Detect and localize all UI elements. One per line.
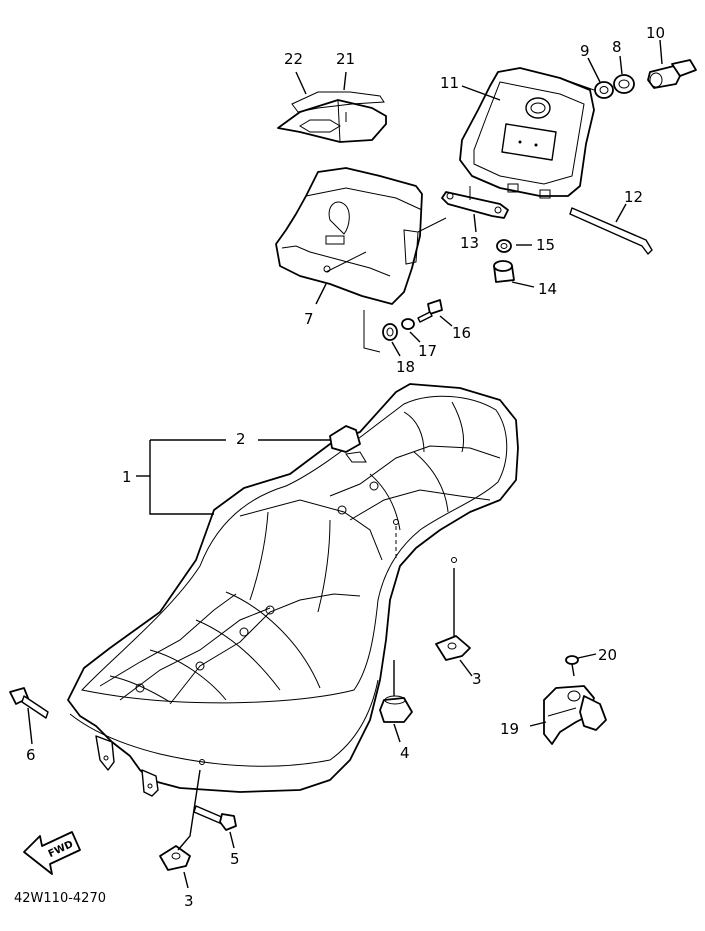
label-part-1: 1	[122, 468, 132, 486]
part-4-damper	[379, 695, 413, 723]
label-part-3-right: 3	[472, 670, 482, 688]
leader-lines	[27, 39, 663, 889]
label-part-2: 2	[236, 430, 246, 448]
part-21-22-strap-bracket	[277, 91, 387, 143]
label-part-7: 7	[304, 310, 314, 328]
fwd-arrow: FWD	[23, 831, 81, 875]
part-8-nut	[613, 74, 635, 94]
part-6-bolt	[9, 687, 49, 719]
label-part-14: 14	[538, 280, 557, 298]
part-20-screw	[565, 655, 579, 677]
label-part-22: 22	[284, 50, 303, 68]
label-part-21: 21	[336, 50, 355, 68]
label-part-20: 20	[598, 646, 617, 664]
part-14-collar-nut	[493, 260, 515, 283]
diagram-code: 42W110-4270	[14, 891, 106, 906]
label-part-6: 6	[26, 746, 36, 764]
label-part-5: 5	[230, 850, 240, 868]
assembly-lines-upper	[325, 77, 595, 353]
part-11-tool-box	[459, 67, 595, 199]
part-15-nut	[496, 239, 512, 253]
part-12-rod	[569, 207, 653, 255]
label-part-15: 15	[536, 236, 555, 254]
label-part-3-bottom: 3	[184, 892, 194, 910]
part-3-clip-nut-right	[435, 635, 471, 661]
label-part-12: 12	[624, 188, 643, 206]
part-3-clip-nut-bottom	[159, 845, 191, 871]
label-part-11: 11	[440, 74, 459, 92]
part-7-storage-box	[275, 167, 423, 305]
part-16-bolt	[417, 299, 443, 323]
label-part-16: 16	[452, 324, 471, 342]
part-10-lock-key	[647, 59, 697, 89]
label-part-8: 8	[612, 38, 622, 56]
label-part-18: 18	[396, 358, 415, 376]
part-13-bracket-plate	[441, 186, 509, 219]
part-17-washer	[401, 318, 415, 330]
part-18-grommet	[382, 323, 398, 341]
label-part-17: 17	[418, 342, 437, 360]
label-part-13: 13	[460, 234, 479, 252]
part-9-washer	[594, 81, 614, 99]
part-1-seat	[67, 383, 519, 797]
label-part-19: 19	[500, 720, 519, 738]
part-19-seat-lock	[543, 685, 607, 745]
part-5-bolt	[193, 805, 237, 831]
label-part-4: 4	[400, 744, 410, 762]
label-part-9: 9	[580, 42, 590, 60]
part-number-labels: 1 2 3 3 4 5 6 7 8 9 10 11 12 13 14 15 16…	[26, 24, 665, 910]
label-part-10: 10	[646, 24, 665, 42]
